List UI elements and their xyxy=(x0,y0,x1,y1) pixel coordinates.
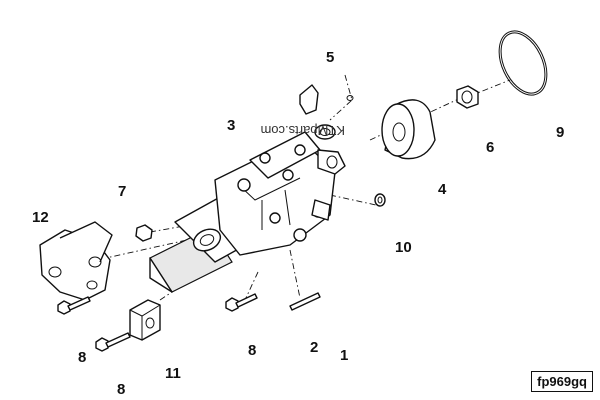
small-nut-part xyxy=(135,224,153,242)
callout-7: 7 xyxy=(118,183,126,200)
fitting-part xyxy=(299,84,336,140)
small-o-ring-part xyxy=(346,95,354,101)
callout-8b: 8 xyxy=(117,381,125,398)
pulley-part xyxy=(381,99,436,160)
washer-part xyxy=(374,193,386,207)
callout-5: 5 xyxy=(326,49,334,66)
o-ring-part xyxy=(498,30,548,96)
callout-11: 11 xyxy=(165,365,181,382)
pin-part xyxy=(289,292,321,311)
callout-2: 2 xyxy=(310,339,318,356)
bolt-part-c xyxy=(225,293,258,312)
bracket-part xyxy=(39,221,113,301)
callout-8c: 8 xyxy=(248,342,256,359)
callout-6: 6 xyxy=(486,139,494,156)
nut-part xyxy=(456,85,479,109)
watermark-text: KTMparts.com xyxy=(260,123,345,138)
callout-4: 4 xyxy=(438,181,447,198)
power-steering-pump-part xyxy=(149,131,346,293)
callout-8a: 8 xyxy=(78,349,86,366)
callout-1: 1 xyxy=(340,347,348,364)
callout-10: 10 xyxy=(395,239,412,256)
bolt-part-a xyxy=(57,296,91,315)
figure-code-label: fp969gq xyxy=(531,371,593,392)
adapter-block-part xyxy=(129,299,161,341)
bolt-part-b xyxy=(95,332,131,352)
callout-labels: 1 2 3 4 5 6 7 8 8 8 9 10 11 12 xyxy=(32,49,564,398)
callout-3: 3 xyxy=(227,117,235,134)
callout-9: 9 xyxy=(556,124,564,141)
callout-12: 12 xyxy=(32,209,49,226)
